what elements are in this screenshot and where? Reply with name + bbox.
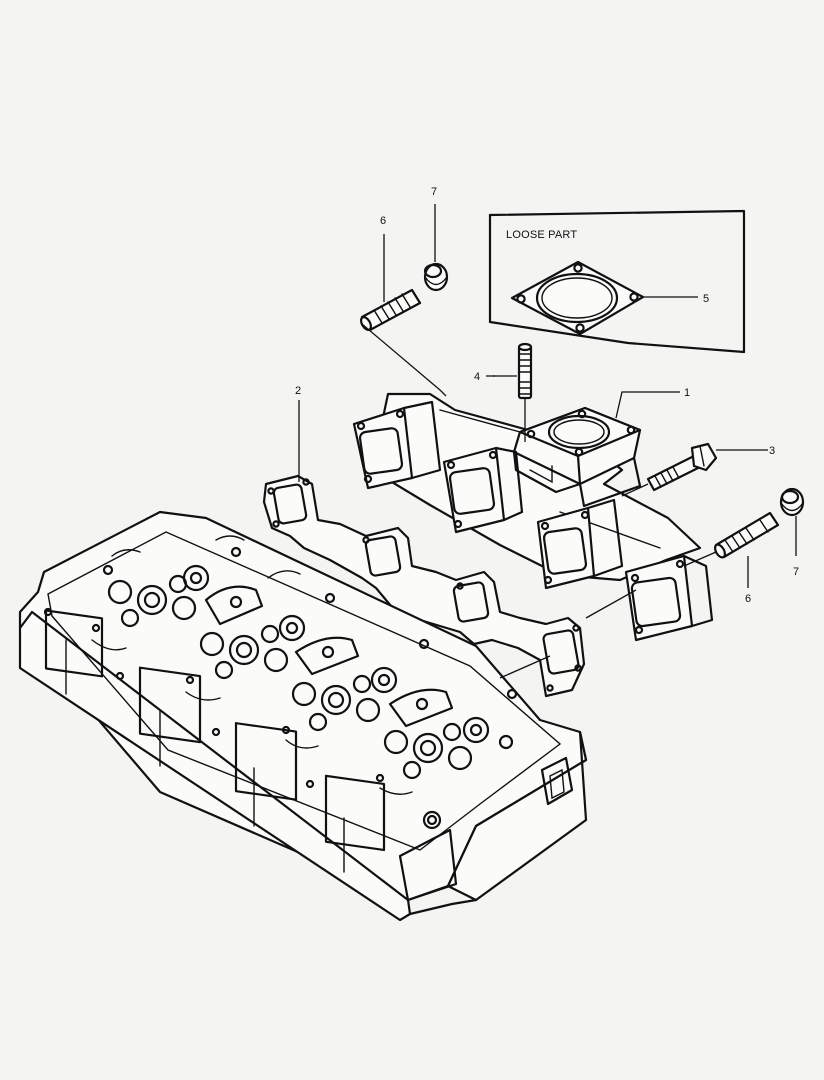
valve-cluster-2	[199, 614, 360, 680]
callout-7-right: 7	[793, 566, 799, 578]
loose-part-label: LOOSE PART	[506, 229, 577, 241]
callout-6-top: 6	[380, 215, 386, 227]
valve-cluster-3	[291, 666, 454, 732]
nut-part-7-top	[423, 262, 449, 292]
stud-part-4	[517, 342, 533, 400]
valve-cluster-4	[383, 716, 514, 780]
callout-3: 3	[769, 445, 775, 457]
stud-part-6-right	[713, 511, 780, 559]
callout-7-top: 7	[431, 186, 437, 198]
loose-part-box: LOOSE PART	[488, 209, 746, 354]
valve-cluster-1	[107, 564, 264, 628]
leader-lines	[298, 204, 797, 679]
callout-2: 2	[295, 385, 301, 397]
exhaust-manifold-part-1	[352, 392, 714, 642]
manifold-gasket-part-2	[262, 474, 586, 698]
callout-5: 5	[703, 293, 709, 305]
callout-6-right: 6	[745, 593, 751, 605]
nut-part-7-right	[779, 487, 805, 517]
callout-labels: 7 6 4 1 5 2 3 6 7	[295, 186, 799, 605]
callout-1: 1	[684, 387, 690, 399]
callout-4: 4	[474, 371, 480, 383]
bolt-part-3	[646, 442, 718, 492]
gasket-part-5	[510, 260, 645, 336]
stud-part-6-top	[359, 288, 422, 332]
cylinder-head	[18, 510, 588, 922]
